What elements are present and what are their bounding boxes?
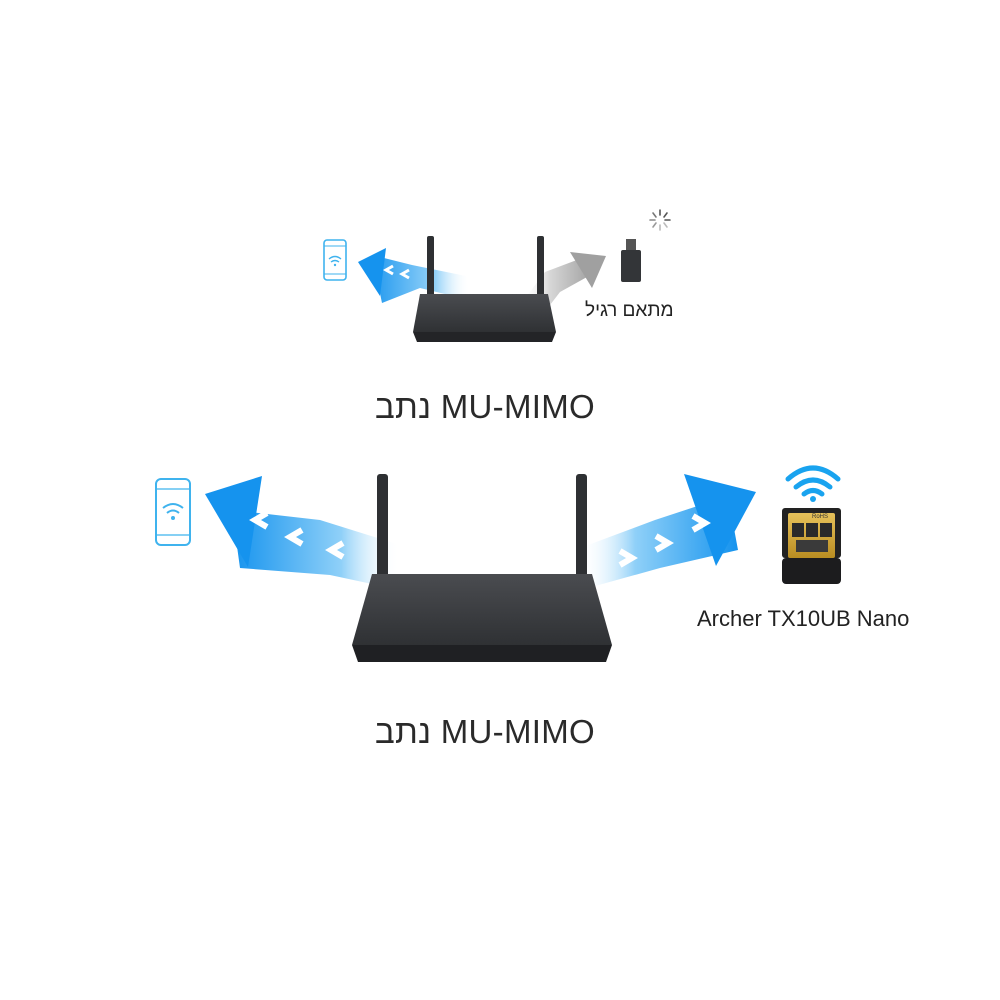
top-usb-adapter-icon — [621, 239, 641, 282]
top-router — [413, 236, 556, 342]
bottom-beam-to-adapter — [580, 474, 756, 588]
adapter-chip-text: RoHS — [812, 514, 829, 520]
nano-usb-adapter — [782, 508, 841, 584]
wifi-icon — [785, 465, 841, 502]
top-caption: MU-MIMO נתב — [375, 388, 595, 425]
loading-spinner-icon — [649, 209, 671, 231]
top-adapter-label: מתאם רגיל — [585, 300, 674, 321]
bottom-adapter-label: Archer TX10UB Nano — [697, 606, 910, 631]
bottom-beam-to-phone — [205, 476, 400, 590]
top-beam-to-phone — [358, 248, 470, 303]
bottom-router — [352, 474, 612, 662]
bottom-caption: MU-MIMO נתב — [375, 713, 595, 750]
top-phone-icon — [323, 239, 347, 281]
bottom-phone-icon — [155, 478, 191, 546]
